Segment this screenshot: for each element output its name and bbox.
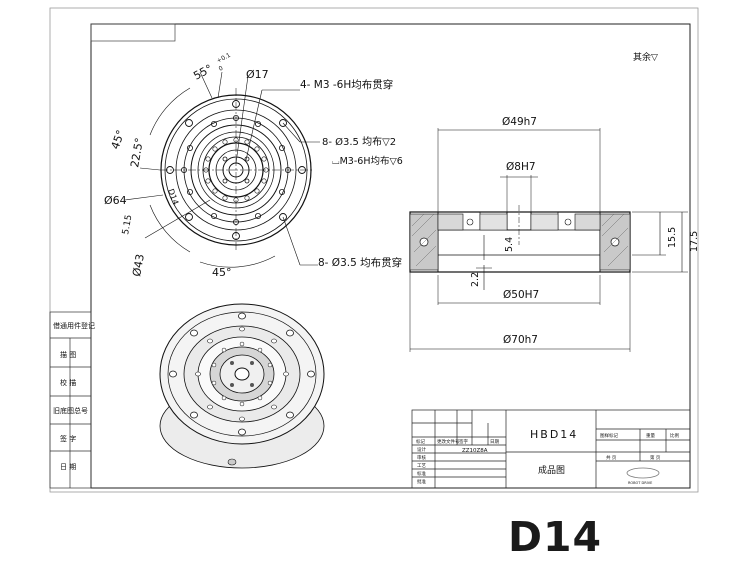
dim-17-5: 17.5 xyxy=(689,231,700,252)
tb-row-process: 工艺 xyxy=(417,463,426,469)
dim-45-deg-top: 45° xyxy=(109,128,128,151)
note-phi35-bottom: 8- Ø3.5 均布贯穿 xyxy=(318,256,402,269)
product-caption: D14 xyxy=(508,513,603,561)
tb-header-weight: 重量 xyxy=(646,432,655,439)
sheet-inner-border xyxy=(90,23,691,489)
tb-header-date: 日期 xyxy=(490,439,499,445)
left-registration-column xyxy=(49,311,92,489)
tb-row-approve: 批准 xyxy=(417,478,426,485)
tb-row-standard: 标准 xyxy=(417,470,426,477)
tb-header-pattern: 图样标记 xyxy=(600,432,618,439)
left-label-3: 旧底图总号 xyxy=(53,406,88,415)
dim-45-deg-bottom: 45° xyxy=(212,266,232,279)
dim-5-15: 5.15 xyxy=(121,214,134,235)
tb-row-design: 设计 xyxy=(417,446,426,453)
left-label-2: 校 描 xyxy=(60,378,76,387)
tb-drawing-number: ZZ10Z8A xyxy=(462,448,488,454)
left-label-4: 签 字 xyxy=(60,434,76,443)
tb-drawing-name: HBD14 xyxy=(530,428,578,441)
tb-sheet-current: 第 页 xyxy=(650,454,661,461)
tb-row-review: 审核 xyxy=(417,454,426,461)
tb-header-sign: 签字 xyxy=(459,438,468,445)
dim-15-5: 15.5 xyxy=(667,227,678,248)
isometric-view xyxy=(159,303,325,469)
tb-product-type: 成品图 xyxy=(538,464,565,476)
dim-5-4: 5.4 xyxy=(504,237,515,252)
corner-code-box xyxy=(90,23,176,42)
title-block xyxy=(411,409,691,489)
sheet-outer-border xyxy=(49,7,699,493)
dim-phi64: Ø64 xyxy=(104,194,127,207)
section-hatched-parts xyxy=(409,213,631,271)
tb-header-change: 更改文件号 xyxy=(437,438,460,445)
dim-phi8h7: Ø8H7 xyxy=(506,161,536,173)
dim-phi70h7: Ø70h7 xyxy=(503,334,538,346)
dim-phi17: Ø17 xyxy=(246,68,269,81)
left-label-0: 借通用件登记 xyxy=(53,321,95,330)
tb-sheet-total: 共 页 xyxy=(606,454,617,461)
tb-company: ROBOT DRIVE xyxy=(628,481,652,485)
note-m3-holes: 4- M3 -6H均布贯穿 xyxy=(300,78,393,91)
tb-header-scale: 比例 xyxy=(670,432,679,439)
note-phi35-top-line1: 8- Ø3.5 均布▽2 xyxy=(322,136,396,148)
company-logo xyxy=(626,467,660,479)
dim-2-2: 2.2 xyxy=(470,272,481,287)
dim-phi43: Ø43 xyxy=(130,253,147,278)
front-view xyxy=(124,71,320,268)
note-phi35-top-line2: ⌴M3-6H均布▽6 xyxy=(332,155,403,167)
caption-area: D14 xyxy=(0,505,750,585)
dim-phi50h7: Ø50H7 xyxy=(503,289,539,301)
dim-phi49h7: Ø49h7 xyxy=(502,116,537,128)
dim-55-tol-lower: 0 xyxy=(218,65,225,73)
tb-header-mark: 标记 xyxy=(416,438,425,445)
left-label-1: 描 图 xyxy=(60,350,76,359)
roughness-mark: 其余▽ xyxy=(633,51,658,63)
left-label-5: 日 期 xyxy=(60,463,76,471)
dim-22-5-deg: 22.5° xyxy=(128,137,146,169)
